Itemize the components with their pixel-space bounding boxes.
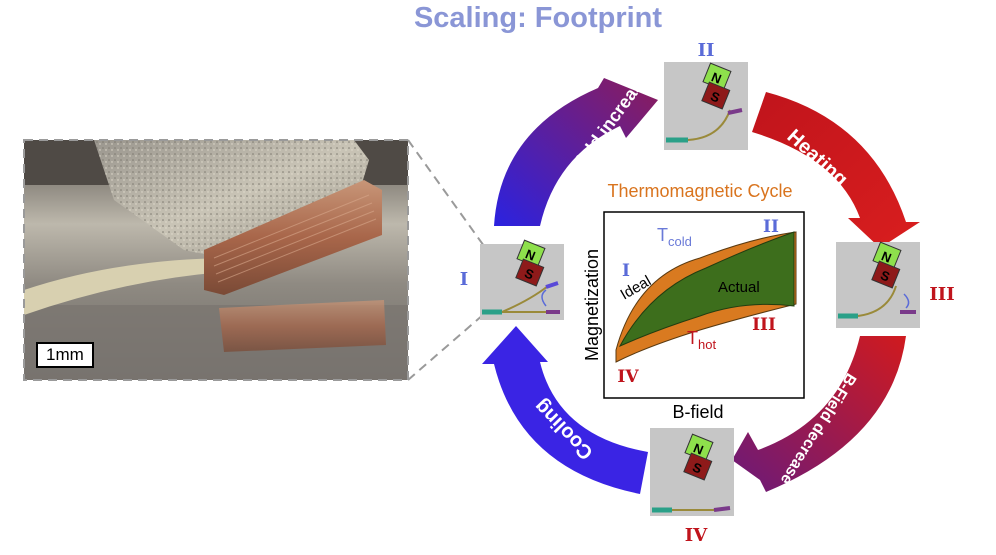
t-cold-symbol: T xyxy=(657,225,668,245)
plot-corner-IV: IV xyxy=(617,367,639,387)
t-cold-subscript: cold xyxy=(668,234,692,249)
zoom-line-top xyxy=(407,139,485,247)
page-title: Scaling: Footprint xyxy=(413,2,663,34)
state-I-box: N S xyxy=(480,239,564,320)
b-field-increase-arrow xyxy=(494,78,658,226)
plot-corner-III: III xyxy=(752,315,776,335)
state-III-box: N S xyxy=(836,241,920,328)
scale-bar-label: 1mm xyxy=(36,342,94,368)
actual-cycle-area xyxy=(618,231,795,348)
t-hot-label: Thot xyxy=(687,328,716,352)
zoom-line-bottom xyxy=(407,313,485,381)
t-hot-symbol: T xyxy=(687,328,698,348)
state-IV-box: N S xyxy=(650,428,734,516)
state-I-label: I xyxy=(460,269,468,290)
b-field-decrease-arrow xyxy=(732,336,906,492)
state-IV-label: IV xyxy=(685,525,708,546)
actual-label: Actual xyxy=(718,279,760,296)
photo-frame xyxy=(23,139,409,381)
plot-corner-II: II xyxy=(763,217,779,237)
plot-title: Thermomagnetic Cycle xyxy=(607,181,792,201)
plot-ylabel: Magnetization xyxy=(582,249,602,361)
heating-arrow xyxy=(752,92,920,248)
plot-corner-I: I xyxy=(622,261,630,281)
t-cold-label: Tcold xyxy=(657,225,692,249)
plot-xlabel: B-field xyxy=(672,402,723,422)
state-II-box: N S xyxy=(664,62,748,150)
t-hot-subscript: hot xyxy=(698,337,716,352)
state-II-label: II xyxy=(698,40,715,61)
cooling-arrow xyxy=(482,326,648,494)
state-III-label: III xyxy=(929,284,954,305)
device-photo-drawing xyxy=(24,140,408,380)
device-photo: 1mm xyxy=(24,140,408,380)
